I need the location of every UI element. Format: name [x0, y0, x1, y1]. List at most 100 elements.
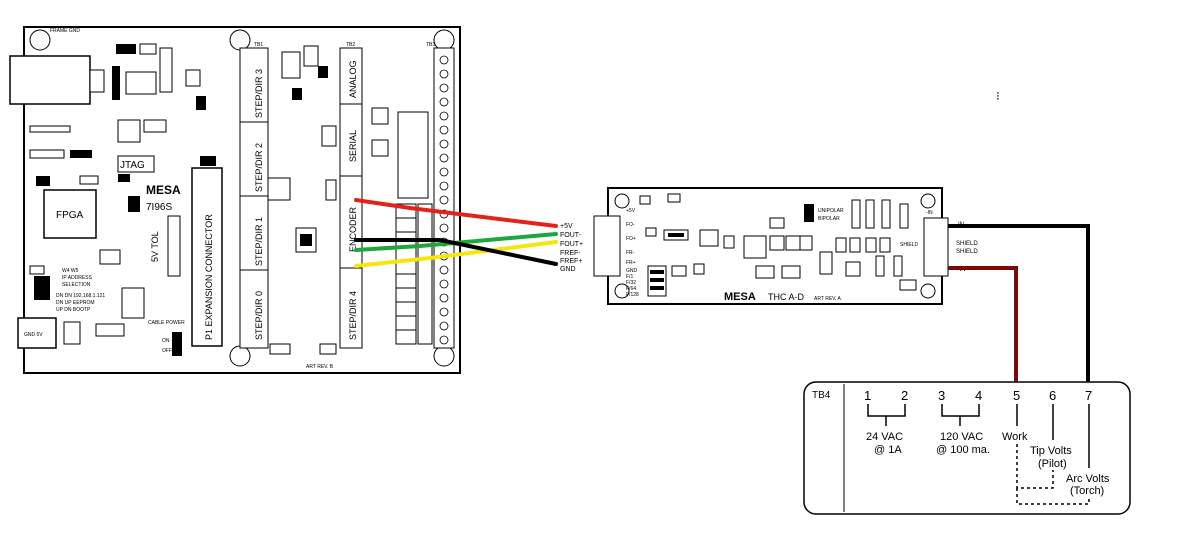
board-shield-1: SHIELD	[956, 241, 978, 247]
dotted-work-to-torch	[1016, 488, 1090, 505]
step-dir-0-label: STEP/DIR 0	[254, 291, 264, 340]
thc-pin-label: GND	[626, 268, 638, 274]
wire-label-fout-minus: FOUT-	[560, 232, 582, 239]
mount-hole	[29, 29, 51, 51]
thc-pin-label: F/1	[626, 274, 633, 280]
tb4-pin: 5	[1013, 388, 1020, 403]
tb4-outline	[803, 381, 1131, 515]
ethernet-jack	[9, 55, 91, 105]
bipolar-label: BIPOLAR	[818, 216, 840, 222]
jtag-header	[117, 155, 155, 173]
label-24vac: 24 VAC	[866, 431, 903, 443]
address-line: DN DN 192.168.1.121	[56, 293, 105, 299]
thc-pin-label: F/64	[626, 286, 636, 292]
tb4-title: TB4	[812, 390, 831, 401]
thc-input-connector	[593, 215, 621, 277]
step-dir-3-label: STEP/DIR 3	[254, 69, 264, 118]
thc-board: +5V FO- FO+ FR- FR+ GND F/1 F/32 F/64 F/…	[593, 187, 978, 305]
wire-green-fout-minus	[354, 232, 558, 252]
thc-title: THC A-D	[768, 292, 805, 302]
board-shield-2: SHIELD	[956, 249, 978, 255]
thc-pin-label: F/128	[626, 292, 639, 298]
label-work: Work	[1002, 431, 1028, 443]
main-model-label: 7I96S	[146, 202, 172, 213]
on-label: ON	[162, 338, 170, 344]
mount-hole	[614, 283, 630, 299]
power-switch	[172, 332, 182, 356]
label-arc-sub: (Torch)	[1070, 485, 1104, 497]
label-24vac-sub: @ 1A	[874, 444, 902, 456]
analog-label: ANALOG	[348, 60, 358, 98]
wire-yellow-fout-plus	[354, 240, 558, 268]
tb3-terminal	[433, 47, 455, 349]
address-line: UP DN BOOTP	[56, 307, 91, 313]
expansion-connector	[191, 167, 223, 347]
thc-pin-label: +5V	[626, 208, 636, 214]
label-120vac: 120 VAC	[940, 431, 983, 443]
step-dir-2-label: STEP/DIR 2	[254, 143, 264, 192]
torch-cables	[948, 224, 1090, 382]
expansion-label: P1 EXPANSION CONNECTOR	[204, 214, 214, 340]
address-line: SELECTION	[62, 282, 91, 288]
wire-label-5v: +5V	[560, 223, 573, 230]
label-120vac-sub: @ 100 ma.	[936, 444, 990, 456]
wire-label-group: +5V FOUT- FOUT+ FREF- FREF+ GND	[560, 223, 583, 273]
tb4-pin: 3	[938, 388, 945, 403]
tb3-label: TB3	[426, 42, 435, 48]
address-dip-switch	[34, 276, 50, 300]
address-line: DN UP EEPROM	[56, 300, 95, 306]
wire-label-fout-plus: FOUT+	[560, 241, 583, 248]
cable-plus-in-darkred	[948, 266, 1018, 382]
main-art-rev: ART REV. B	[306, 364, 334, 370]
thc-pin-label: FR+	[626, 260, 636, 266]
shield-label: SHIELD	[900, 242, 918, 248]
frame-gnd-label: FRAME GND	[50, 28, 80, 34]
mount-hole	[614, 193, 630, 209]
label-arc-volts: Arc Volts	[1066, 473, 1110, 485]
cable-power-label: CABLE POWER	[148, 320, 185, 326]
dotted-work-to-pilot	[1016, 444, 1054, 489]
signal-wires	[354, 198, 558, 268]
tb4-terminal-block: TB4 1 2 3 4 5 6 7 24 VAC @ 1A 120 VAC @ …	[803, 381, 1131, 515]
tb1-label: TB1	[254, 42, 263, 48]
address-line: IP ADDRESS	[62, 275, 93, 281]
stray-mark: ⁝	[996, 89, 1000, 103]
main-brand-logo: MESA	[146, 183, 181, 197]
step-dir-4-label: STEP/DIR 4	[348, 291, 358, 340]
tb4-pin: 2	[901, 388, 908, 403]
label-tip-volts: Tip Volts	[1030, 445, 1072, 457]
minus-in-label: -IN	[926, 210, 933, 216]
thc-pin-label: FO+	[626, 236, 636, 242]
5v-tol-label: 5V TOL	[150, 231, 160, 262]
wire-label-gnd: GND	[560, 266, 576, 273]
tb4-pin: 1	[864, 388, 871, 403]
tb1-terminal	[239, 47, 269, 349]
thc-art-rev: ART REV. A	[814, 296, 842, 302]
wire-black-gnd	[354, 238, 558, 266]
serial-label: SERIAL	[348, 130, 358, 162]
thc-brand-logo: MESA	[724, 291, 756, 303]
tb2-label: TB2	[346, 42, 355, 48]
tb4-pin: 4	[975, 388, 982, 403]
tb2-terminal	[339, 47, 363, 349]
label-tip-sub: (Pilot)	[1038, 458, 1067, 470]
unipolar-label: UNIPOLAR	[818, 208, 844, 214]
regulator-chip	[117, 119, 141, 143]
polarity-jumper	[804, 204, 814, 222]
fpga-chip	[43, 189, 97, 239]
jtag-label: JTAG	[120, 160, 145, 171]
main-board-7i96s: FRAME GND JTAG FPGA W4 W5 IP ADDRESS SEL…	[9, 26, 461, 374]
thc-pin-label: FO-	[626, 222, 635, 228]
wire-red-5v	[354, 198, 558, 228]
gnd-5v-label: GND 5V	[24, 332, 43, 338]
step-dir-1-label: STEP/DIR 1	[254, 217, 264, 266]
tb4-pin: 6	[1049, 388, 1056, 403]
encoder-label: ENCODER	[348, 206, 358, 252]
mount-hole	[920, 283, 936, 299]
wire-label-fref-minus: FREF-	[560, 250, 581, 257]
thc-pin-label: FR-	[626, 250, 635, 256]
off-label: OFF	[162, 348, 172, 354]
fpga-label: FPGA	[56, 210, 84, 221]
thc-output-connector	[923, 217, 949, 277]
